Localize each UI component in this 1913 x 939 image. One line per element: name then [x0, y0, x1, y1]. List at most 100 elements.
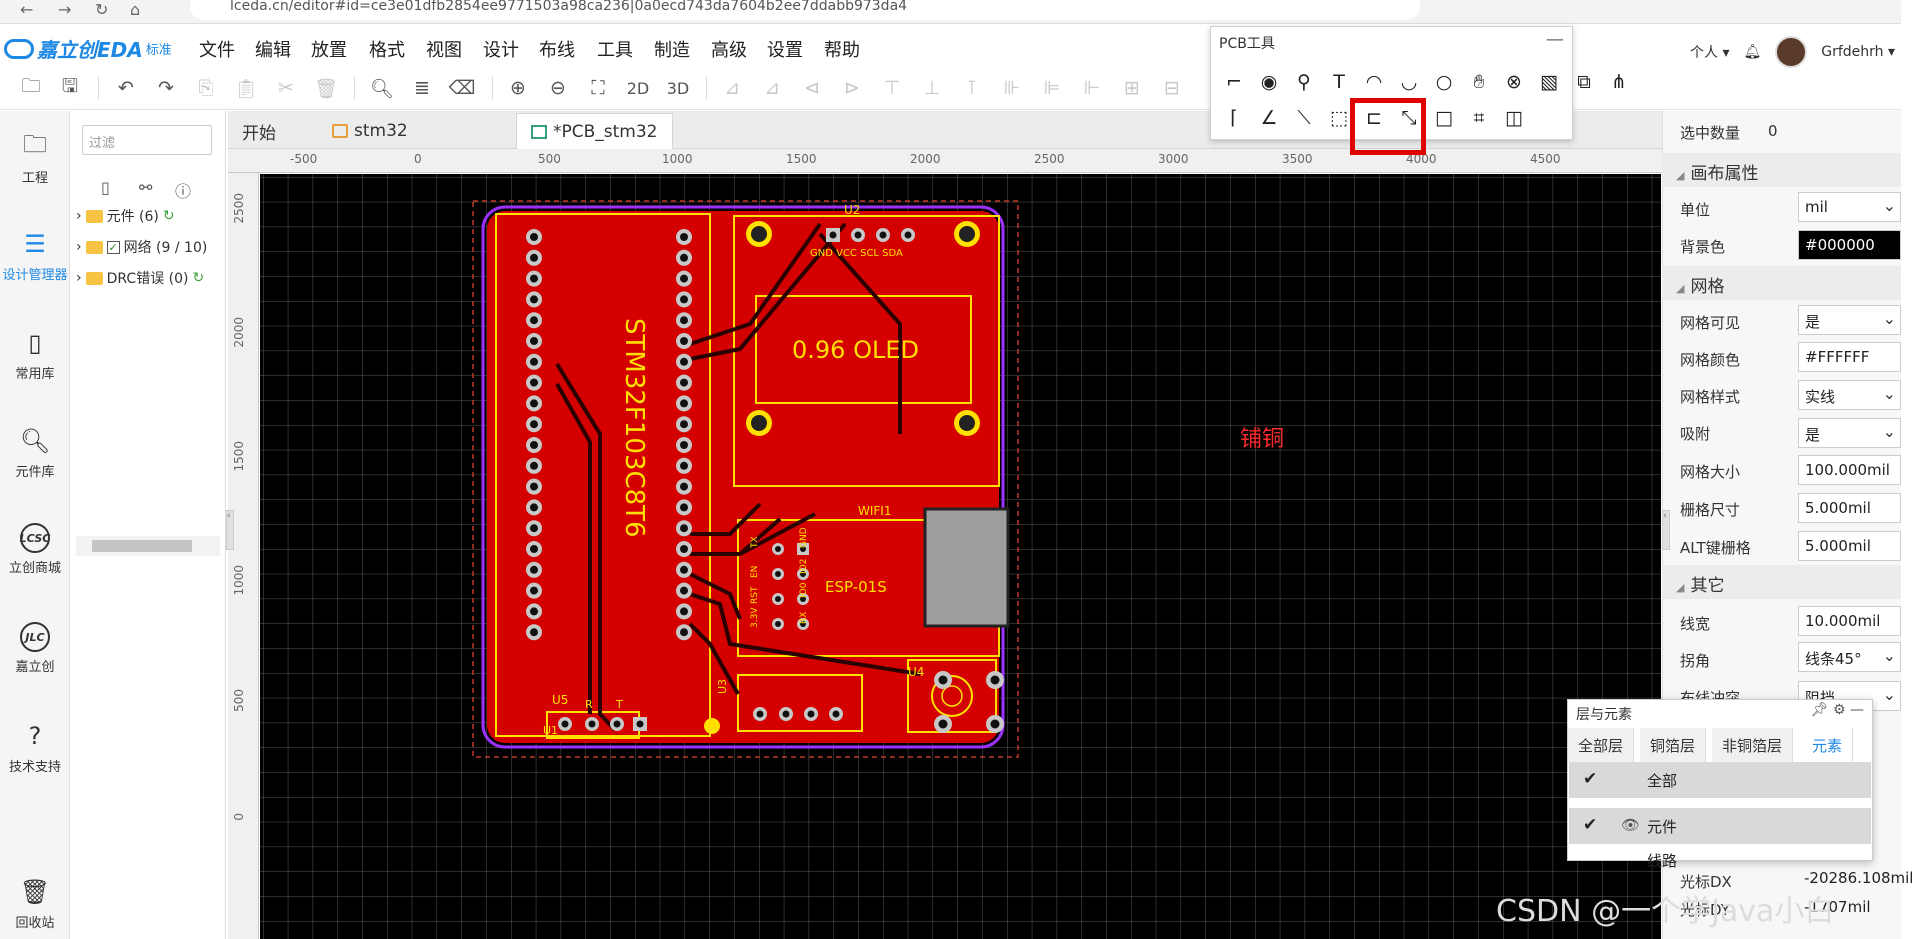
- tab-all-layers[interactable]: 全部层: [1568, 728, 1635, 762]
- corner-select[interactable]: 线条45°⌄: [1798, 642, 1901, 672]
- forward-icon[interactable]: →: [58, 0, 72, 19]
- section-other[interactable]: ◢其它: [1662, 565, 1901, 599]
- pin-icon[interactable]: 📌︎: [1810, 702, 1829, 718]
- tab-stm32[interactable]: stm32: [318, 113, 422, 149]
- bg-color-input[interactable]: #000000: [1798, 230, 1901, 260]
- minimize-icon[interactable]: —: [1546, 29, 1564, 50]
- eraser-icon[interactable]: ⌫: [448, 77, 476, 99]
- eye-icon[interactable]: 👁︎: [1621, 816, 1641, 834]
- flip-vertical-icon[interactable]: ⊳: [844, 77, 860, 99]
- align-left-icon[interactable]: ⊿: [724, 77, 740, 99]
- arc-center-tool-icon[interactable]: ◡: [1400, 71, 1418, 93]
- avatar[interactable]: [1775, 36, 1808, 68]
- refresh-icon[interactable]: ↻: [192, 270, 205, 286]
- align-center-icon[interactable]: ⊿: [764, 77, 780, 99]
- nav-common-library[interactable]: ▯常用库: [15, 329, 55, 382]
- menu-file[interactable]: 文件: [199, 40, 235, 61]
- find-list-icon[interactable]: ≣: [414, 77, 430, 99]
- grid-visible-select[interactable]: 是⌄: [1798, 305, 1901, 335]
- menu-settings[interactable]: 设置: [767, 40, 803, 61]
- grid-style-select[interactable]: 实线⌄: [1798, 380, 1901, 410]
- reload-icon[interactable]: ↻: [95, 0, 109, 19]
- layers-tool-icon[interactable]: ⧉: [1577, 71, 1591, 93]
- menu-edit[interactable]: 编辑: [255, 40, 291, 61]
- section-canvas[interactable]: ◢画布属性: [1662, 153, 1901, 187]
- view-2d-button[interactable]: 2D: [626, 78, 650, 98]
- tab-start[interactable]: 开始: [242, 123, 276, 144]
- distribute-icon[interactable]: ⊟: [1164, 77, 1180, 99]
- net-filter-icon[interactable]: ⚯: [139, 178, 153, 197]
- flip-horizontal-icon[interactable]: ⊲: [804, 77, 820, 99]
- panel-tool-icon[interactable]: ◫: [1505, 107, 1523, 129]
- tree-item-drc[interactable]: › DRC错误 (0)↻: [76, 270, 205, 287]
- connect-pad-tool-icon[interactable]: ⟍: [1297, 107, 1311, 129]
- measure-tool-icon[interactable]: ⤡: [1401, 107, 1417, 129]
- pcb-canvas[interactable]: U2 GND VCC SCL SDA 0.96 OLED STM32F103C8…: [260, 174, 1661, 939]
- fit-view-icon[interactable]: ⛶: [591, 77, 605, 99]
- zoom-out-icon[interactable]: ⊖: [550, 77, 566, 99]
- net-checkbox[interactable]: ✓: [106, 240, 120, 254]
- menu-fabrication[interactable]: 制造: [654, 40, 690, 61]
- left-collapse-handle[interactable]: ‹: [226, 510, 234, 550]
- gear-icon[interactable]: ⚙: [1832, 702, 1846, 718]
- text-tool-icon[interactable]: T: [1333, 71, 1345, 93]
- menu-format[interactable]: 格式: [369, 40, 405, 61]
- right-collapse-handle[interactable]: ‹: [1662, 510, 1670, 550]
- copy-icon[interactable]: ⎘: [198, 77, 214, 99]
- menu-help[interactable]: 帮助: [824, 40, 860, 61]
- pad-tool-icon[interactable]: ◉: [1260, 71, 1278, 93]
- grid-align-icon[interactable]: ⊞: [1124, 77, 1140, 99]
- align-vcenter-icon[interactable]: ⊩: [1083, 77, 1101, 99]
- alt-snap-input[interactable]: 5.000mil: [1798, 531, 1901, 561]
- arc-tool-icon[interactable]: ◠: [1365, 71, 1383, 93]
- minimize-icon[interactable]: —: [1850, 702, 1864, 718]
- chip-filter-icon[interactable]: ▯: [101, 178, 110, 197]
- open-folder-icon[interactable]: 🗀: [21, 75, 41, 97]
- back-icon[interactable]: ←: [20, 0, 34, 19]
- home-icon[interactable]: ⌂: [130, 0, 141, 19]
- circle-tool-icon[interactable]: ○: [1435, 71, 1453, 93]
- menu-place[interactable]: 放置: [311, 40, 347, 61]
- angle-tool-icon[interactable]: ∠: [1260, 107, 1278, 129]
- menu-tools[interactable]: 工具: [597, 40, 633, 61]
- search-icon[interactable]: 🔍︎: [369, 77, 395, 100]
- tab-elements[interactable]: 元素: [1802, 728, 1854, 762]
- layer-row-tracks[interactable]: 线路: [1647, 852, 1678, 870]
- solid-region-tool-icon[interactable]: ⬚: [1330, 107, 1348, 129]
- refresh-icon[interactable]: ↻: [162, 208, 175, 224]
- tab-copper-layers[interactable]: 铜箔层: [1640, 728, 1707, 762]
- layer-row-components[interactable]: ✔ 👁︎ 元件: [1569, 808, 1871, 844]
- group-tool-icon[interactable]: ⌗: [1473, 107, 1485, 129]
- check-icon[interactable]: ✔: [1583, 769, 1598, 789]
- check-icon[interactable]: ✔: [1583, 815, 1598, 835]
- grid-color-input[interactable]: #FFFFFF: [1798, 342, 1901, 372]
- via-tool-icon[interactable]: ⚲: [1297, 71, 1311, 93]
- distribute-h-icon[interactable]: ⊪: [1003, 77, 1021, 99]
- redo-icon[interactable]: ↷: [158, 77, 174, 99]
- share-tool-icon[interactable]: ⋔: [1611, 71, 1627, 93]
- nav-recycle-bin[interactable]: 🗑︎回收站: [15, 878, 55, 931]
- tab-non-copper-layers[interactable]: 非铜箔层: [1712, 728, 1794, 762]
- grid-size-input[interactable]: 100.000mil: [1798, 455, 1901, 485]
- rect-tool-icon[interactable]: □: [1435, 107, 1453, 129]
- drc-filter-icon[interactable]: ⓘ: [175, 182, 192, 201]
- user-menu[interactable]: Grfdehrh ▾: [1821, 44, 1896, 60]
- hand-tool-icon[interactable]: ✋︎: [1473, 71, 1485, 93]
- nav-project[interactable]: 🗀工程: [0, 130, 70, 187]
- copper-area-tool-icon[interactable]: ⊏: [1366, 107, 1382, 129]
- line-width-input[interactable]: 10.000mil: [1798, 606, 1901, 636]
- tree-scrollbar[interactable]: [76, 536, 220, 556]
- menu-view[interactable]: 视图: [426, 40, 462, 61]
- paste-icon[interactable]: 📋︎: [233, 77, 259, 100]
- menu-route[interactable]: 布线: [539, 40, 575, 61]
- dimension-tool-icon[interactable]: ⌈: [1230, 107, 1238, 129]
- bell-icon[interactable]: 🔔︎: [1743, 44, 1762, 60]
- filter-input[interactable]: 过滤: [82, 125, 212, 155]
- snap-select[interactable]: 是⌄: [1798, 418, 1901, 448]
- tree-item-nets[interactable]: › ✓ 网络 (9 / 10): [76, 239, 208, 256]
- tab-pcb-stm32[interactable]: *PCB_stm32: [516, 113, 673, 149]
- address-bar[interactable]: lceda.cn/editor#id=ce3e01dfb2854ee977150…: [190, 0, 1420, 20]
- unit-select[interactable]: mil⌄: [1798, 192, 1901, 222]
- section-grid[interactable]: ◢网格: [1662, 266, 1901, 300]
